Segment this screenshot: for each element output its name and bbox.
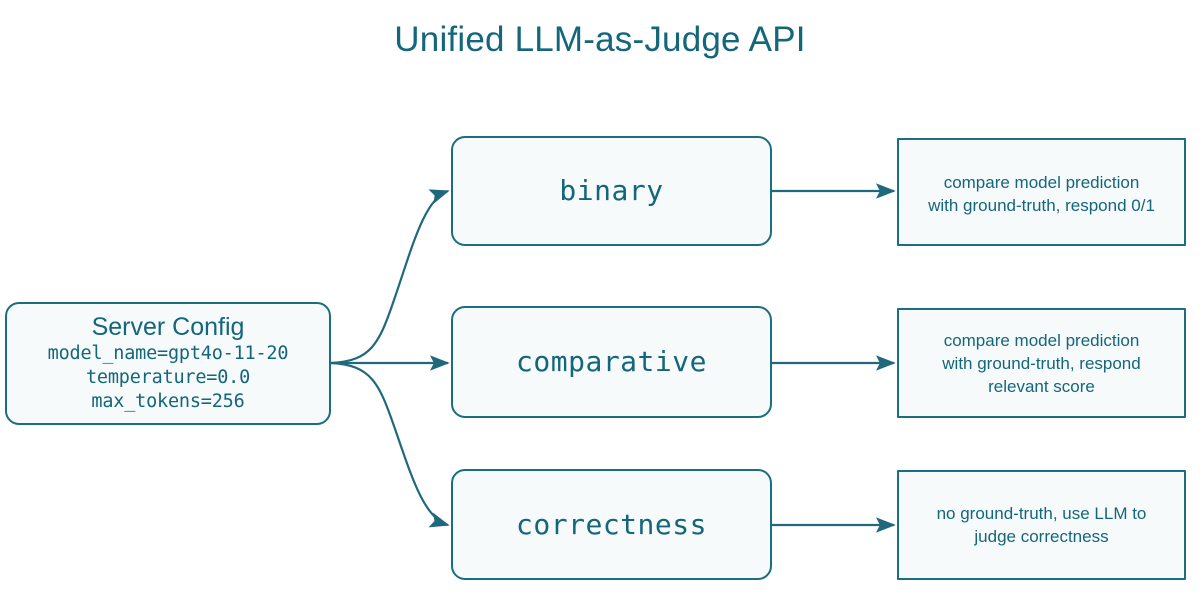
mode-node-comparative[interactable]: comparative xyxy=(451,306,772,418)
server-config-max-tokens: max_tokens=256 xyxy=(91,390,245,412)
description-text-binary: compare model prediction with ground-tru… xyxy=(928,173,1155,215)
server-config-model-name: model_name=gpt4o-11-20 xyxy=(47,342,289,364)
server-config-node[interactable]: Server Config model_name=gpt4o-11-20 tem… xyxy=(5,302,331,425)
description-node-comparative[interactable]: compare model prediction with ground-tru… xyxy=(897,308,1186,418)
server-config-heading: Server Config xyxy=(91,312,245,341)
mode-label-correctness: correctness xyxy=(516,507,707,541)
mode-node-correctness[interactable]: correctness xyxy=(451,469,772,580)
description-text-comparative: compare model prediction with ground-tru… xyxy=(942,330,1141,396)
description-node-binary[interactable]: compare model prediction with ground-tru… xyxy=(897,138,1186,246)
mode-label-binary: binary xyxy=(559,174,664,207)
mode-label-comparative: comparative xyxy=(516,345,707,378)
server-config-temperature: temperature=0.0 xyxy=(85,366,251,388)
page-title: Unified LLM-as-Judge API xyxy=(394,20,806,59)
connector-config-to-binary xyxy=(330,189,450,365)
description-text-correctness: no ground-truth, use LLM to judge correc… xyxy=(936,504,1147,546)
connector-config-to-correctness xyxy=(330,361,450,528)
mode-node-binary[interactable]: binary xyxy=(451,136,772,246)
description-node-correctness[interactable]: no ground-truth, use LLM to judge correc… xyxy=(897,470,1186,580)
